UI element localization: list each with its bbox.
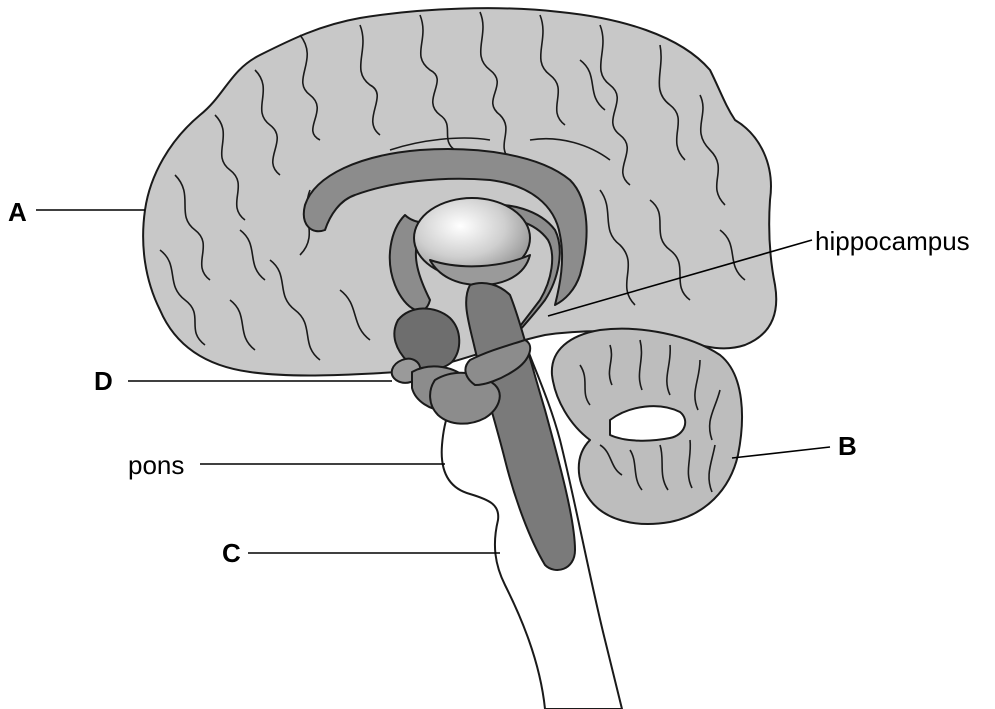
- label-pons: pons: [128, 452, 184, 478]
- label-hippocampus: hippocampus: [815, 228, 970, 254]
- label-c: C: [222, 540, 241, 566]
- leader-line-b: [732, 447, 830, 458]
- label-d: D: [94, 368, 113, 394]
- label-a: A: [8, 199, 27, 225]
- label-b: B: [838, 433, 857, 459]
